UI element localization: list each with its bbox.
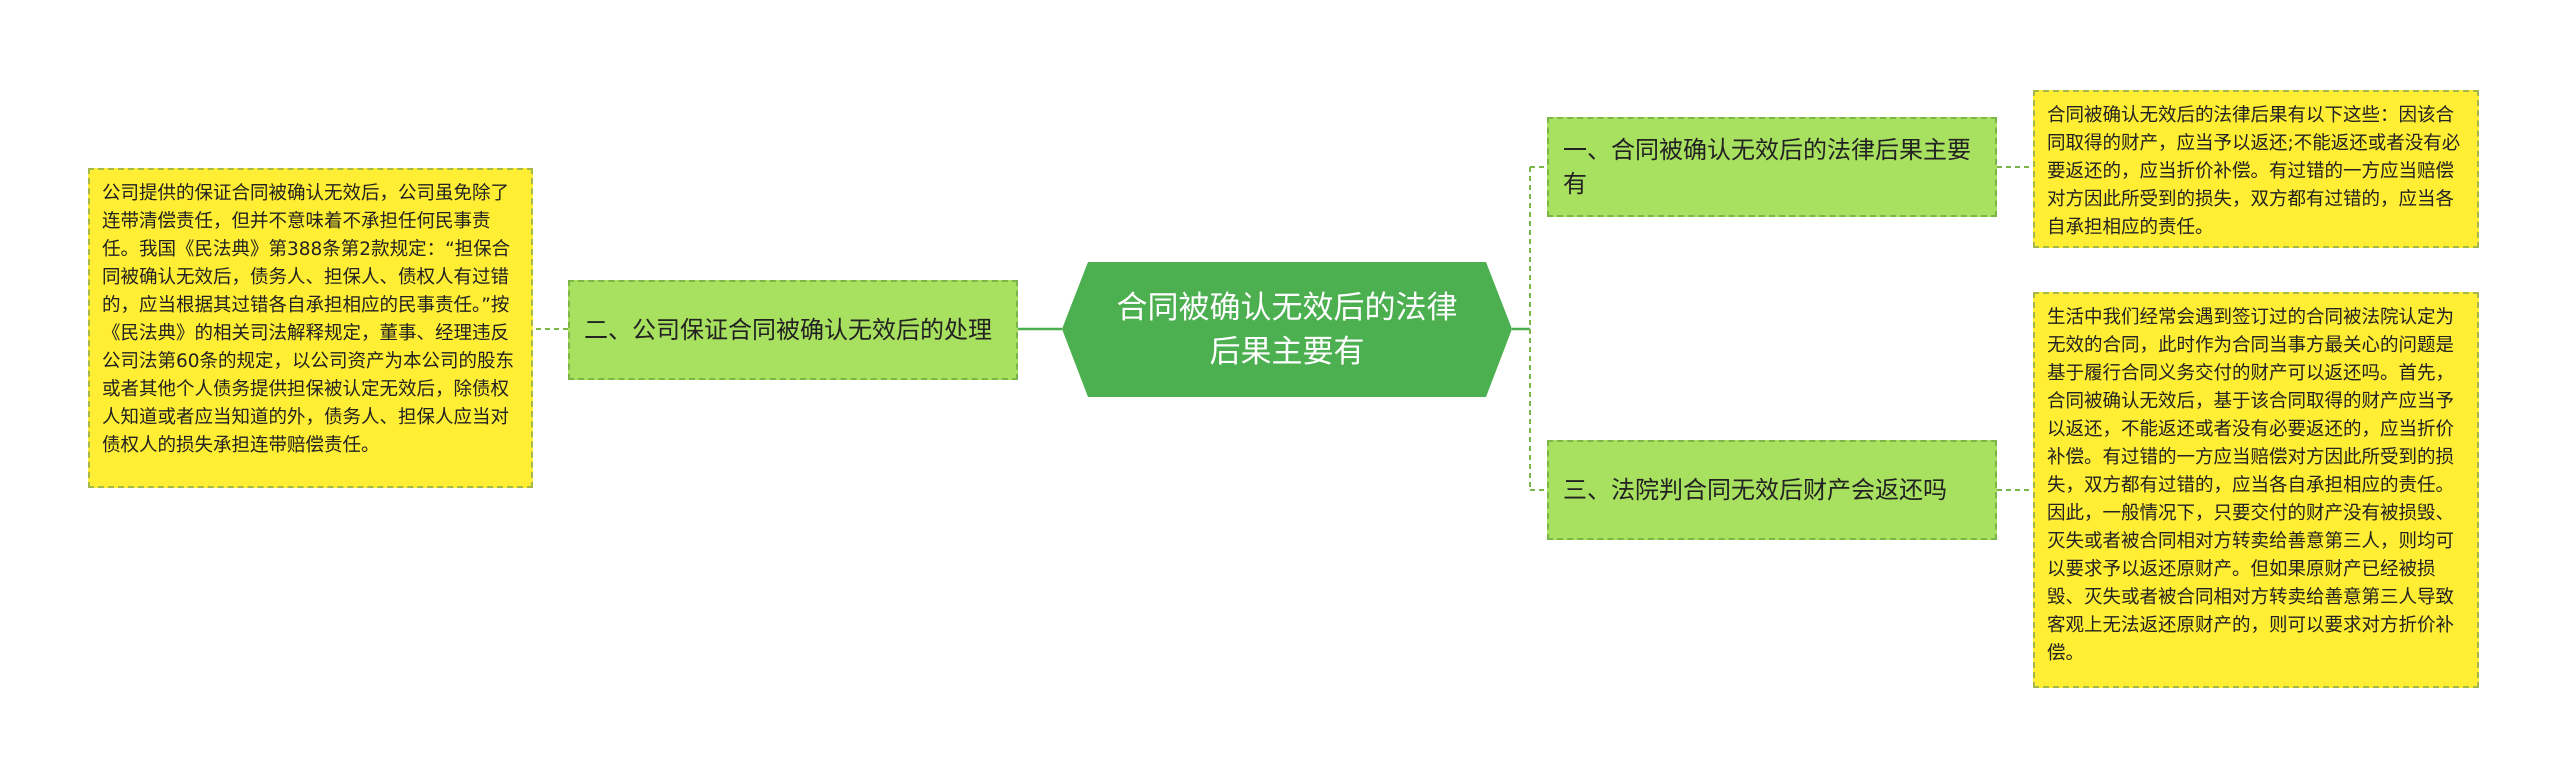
central-topic-text: 合同被确认无效后的法律后果主要有 xyxy=(1116,289,1458,370)
leaf-note-right-top[interactable]: 合同被确认无效后的法律后果有以下这些：因该合同取得的财产，应当予以返还;不能返还… xyxy=(2033,90,2479,248)
leaf-note-left-text: 公司提供的保证合同被确认无效后，公司虽免除了连带清偿责任，但并不意味着不承担任何… xyxy=(102,183,515,456)
branch-topic-right-top-text: 一、合同被确认无效后的法律后果主要有 xyxy=(1563,136,1971,198)
leaf-note-right-top-text: 合同被确认无效后的法律后果有以下这些：因该合同取得的财产，应当予以返还;不能返还… xyxy=(2047,105,2461,238)
branch-topic-right-bottom-text: 三、法院判合同无效后财产会返还吗 xyxy=(1563,476,1947,504)
branch-topic-right-top[interactable]: 一、合同被确认无效后的法律后果主要有 xyxy=(1547,117,1997,217)
central-topic[interactable]: 合同被确认无效后的法律后果主要有 xyxy=(1062,262,1512,397)
leaf-note-right-bottom-text: 生活中我们经常会遇到签订过的合同被法院认定为无效的合同，此时作为合同当事方最关心… xyxy=(2047,307,2455,664)
leaf-note-left[interactable]: 公司提供的保证合同被确认无效后，公司虽免除了连带清偿责任，但并不意味着不承担任何… xyxy=(88,168,533,488)
branch-topic-left-text: 二、公司保证合同被确认无效后的处理 xyxy=(584,316,992,344)
leaf-note-right-bottom[interactable]: 生活中我们经常会遇到签订过的合同被法院认定为无效的合同，此时作为合同当事方最关心… xyxy=(2033,292,2479,688)
branch-topic-right-bottom[interactable]: 三、法院判合同无效后财产会返还吗 xyxy=(1547,440,1997,540)
branch-topic-left[interactable]: 二、公司保证合同被确认无效后的处理 xyxy=(568,280,1018,380)
